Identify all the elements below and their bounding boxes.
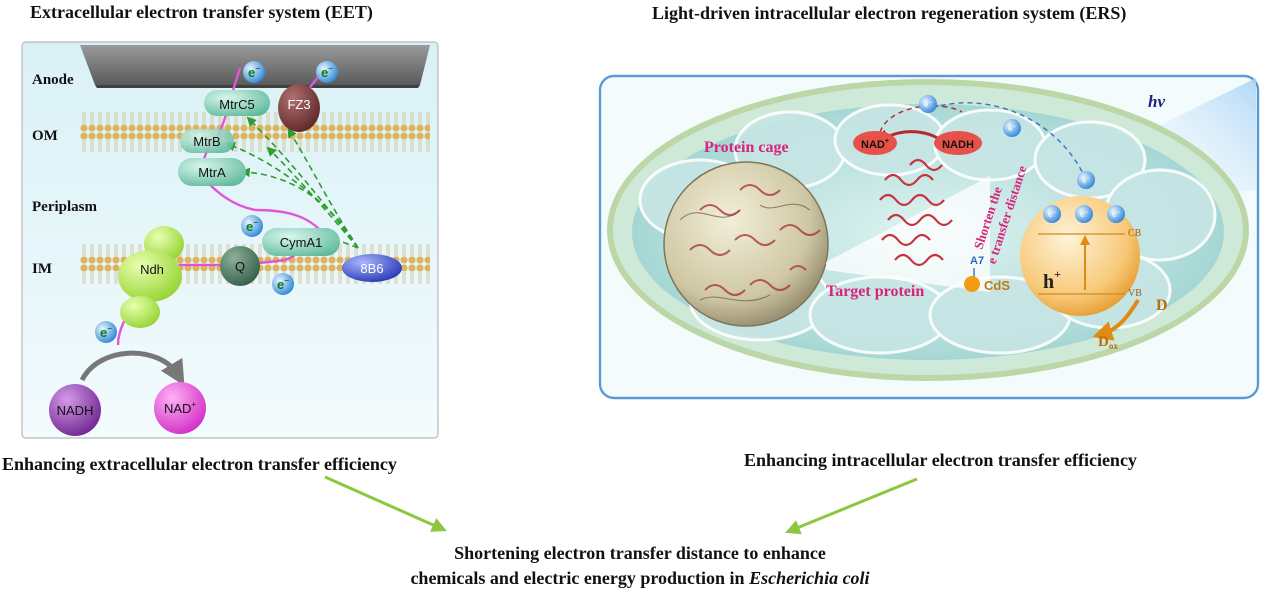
donor-oxidation-arrow	[1092, 298, 1140, 341]
svg-text:FZ3: FZ3	[287, 97, 310, 112]
protein-ndh: Ndh	[118, 226, 184, 328]
cds-particle	[1020, 196, 1140, 316]
svg-text:e−: e−	[1112, 210, 1120, 219]
svg-text:e−: e−	[277, 276, 289, 292]
hv-label: hv	[1148, 92, 1165, 111]
protein-mtrc5: MtrC5	[204, 90, 270, 116]
eet-caption: Enhancing extracellular electron transfe…	[2, 454, 397, 474]
protein-fz3: FZ3	[278, 84, 320, 132]
svg-text:8B6: 8B6	[360, 261, 383, 276]
ers-nadh: NADH	[934, 131, 982, 155]
ers-title: Light-driven intracellular electron rege…	[652, 3, 1127, 23]
electron-ers-cb-1: e−	[1043, 205, 1061, 223]
layer-label-periplasm: Periplasm	[32, 199, 97, 215]
svg-text:NAD+: NAD+	[164, 400, 196, 416]
electron-ers-right: e−	[1077, 171, 1095, 189]
svg-text:MtrA: MtrA	[198, 165, 226, 180]
target-protein	[879, 158, 953, 267]
ers-nad: NAD+	[853, 131, 897, 155]
layer-label-im: IM	[32, 261, 52, 277]
svg-text:e−: e−	[100, 324, 112, 340]
svg-text:e−: e−	[1048, 210, 1056, 219]
nadh-oxidation-arrow	[79, 350, 185, 386]
electron-dashed-path-red	[879, 105, 963, 133]
eet-panel: Anode OM Periplasm IM MtrC5 FZ3 MtrB	[21, 41, 439, 439]
protein-mtra: MtrA	[178, 158, 246, 186]
svg-text:NADH: NADH	[942, 139, 974, 151]
ers-panel: hv	[598, 74, 1260, 400]
electron-dashed-path-blue	[931, 102, 1087, 181]
electron-ers-mid: e−	[1003, 119, 1021, 137]
svg-text:Ndh: Ndh	[140, 262, 164, 277]
electron-eet-anode-right: e−	[316, 61, 338, 83]
protein-cage-label: Protein cage	[704, 139, 789, 156]
donor-label: D	[1156, 297, 1168, 314]
svg-text:e−: e−	[246, 218, 258, 234]
svg-text:Q: Q	[235, 259, 245, 274]
layer-label-om: OM	[32, 128, 58, 144]
protein-8b6: 8B6	[342, 254, 402, 282]
cds-small-dot	[964, 276, 980, 292]
conclusion-line-1: Shortening electron transfer distance to…	[454, 543, 826, 563]
electron-ers-cb-2: e−	[1075, 205, 1093, 223]
conclusion-line-2: chemicals and electric energy production…	[410, 568, 870, 588]
target-protein-label: Target protein	[826, 283, 924, 300]
protein-cage	[663, 161, 829, 327]
layer-label-anode: Anode	[32, 72, 74, 88]
protein-cyma1: CymA1	[262, 228, 340, 256]
protein-q: Q	[220, 246, 260, 286]
svg-text:e−: e−	[248, 64, 260, 80]
electron-eet-cytoplasm: e−	[95, 321, 117, 343]
svg-text:e−: e−	[1080, 210, 1088, 219]
electron-eet-periplasm: e−	[241, 215, 263, 237]
protein-mtrb: MtrB	[180, 129, 234, 153]
metabolite-nad: NAD+	[154, 382, 206, 434]
svg-text:e−: e−	[1082, 176, 1090, 185]
arrow-left-to-conclusion	[324, 475, 447, 532]
cb-label: CB	[1128, 228, 1142, 239]
electron-ers-top: e−	[919, 95, 937, 113]
electron-eet-anode-left: e−	[243, 61, 265, 83]
electron-ers-cb-3: e−	[1107, 205, 1125, 223]
svg-text:MtrB: MtrB	[193, 134, 220, 149]
metabolite-nadh: NADH	[49, 384, 101, 436]
svg-text:e−: e−	[321, 64, 333, 80]
vb-label: VB	[1128, 288, 1142, 299]
eet-title: Extracellular electron transfer system (…	[30, 2, 373, 22]
zoom-wedge	[826, 176, 990, 292]
svg-text:e−: e−	[924, 100, 932, 109]
arrow-right-to-conclusion	[785, 477, 918, 535]
conclusion-text: Shortening electron transfer distance to…	[330, 541, 950, 591]
svg-text:CymA1: CymA1	[280, 235, 323, 250]
svg-text:MtrC5: MtrC5	[219, 97, 254, 112]
a7-label: A7	[970, 255, 984, 267]
outer-membrane	[80, 112, 430, 156]
donor-ox-label: Dox	[1098, 334, 1118, 351]
cds-small-label: CdS	[984, 278, 1010, 293]
hole-label: h+	[1043, 267, 1061, 293]
electron-eet-im: e−	[272, 273, 294, 295]
svg-text:NAD+: NAD+	[861, 138, 889, 151]
svg-text:e−: e−	[1008, 124, 1016, 133]
svg-text:NADH: NADH	[57, 403, 94, 418]
ers-caption: Enhancing intracellular electron transfe…	[744, 450, 1137, 470]
